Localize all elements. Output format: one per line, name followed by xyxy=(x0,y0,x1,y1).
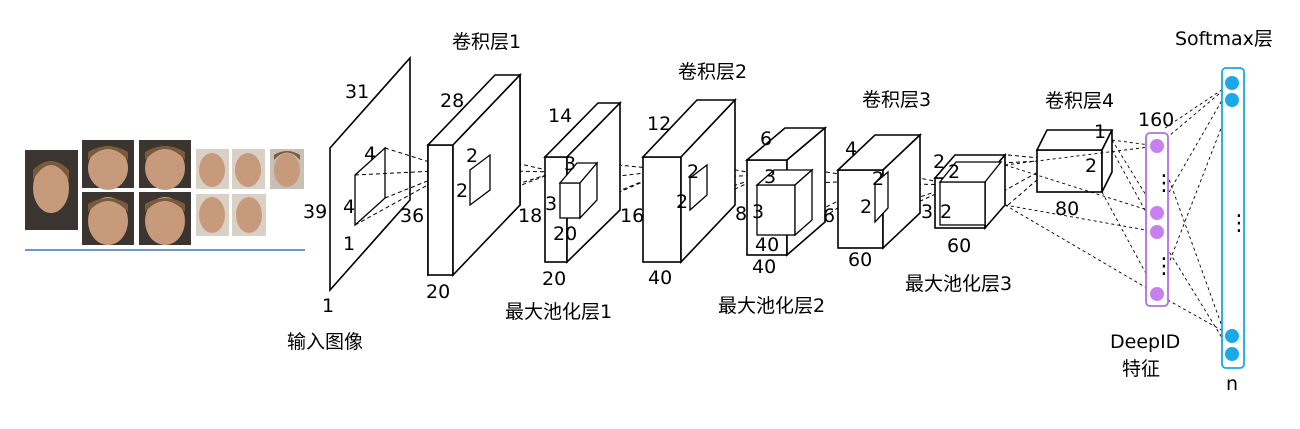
conv4-depth-label: 80 xyxy=(1055,198,1079,220)
pool2-kernel-a-label: 3 xyxy=(764,166,776,188)
kernel1-c-label: 1 xyxy=(343,233,355,255)
conv2-kernel-a-label: 2 xyxy=(687,161,699,183)
face-thumbnail xyxy=(139,192,191,245)
conv3-title: 卷积层3 xyxy=(862,89,931,111)
conv4-title: 卷积层4 xyxy=(1045,90,1114,112)
softmax-ellipsis: ⋮ xyxy=(1228,211,1250,236)
conv1-kernel-a-label: 2 xyxy=(466,145,478,167)
pool2-kernel-c-label: 40 xyxy=(755,234,779,256)
deepid-size-label: 160 xyxy=(1138,109,1174,131)
deepid-feature-layer: ⋮ ⋮ 160 DeepID 特征 xyxy=(1110,109,1180,380)
pool3-kernel-b-label: 2 xyxy=(940,201,952,223)
softmax-layer: ⋮ Softmax层 n xyxy=(1175,28,1273,395)
pool3-height-label: 2 xyxy=(933,151,945,173)
softmax-node xyxy=(1225,93,1239,107)
conv2-width-label: 16 xyxy=(620,205,644,227)
input-title: 输入图像 xyxy=(287,331,363,353)
softmax-title: Softmax层 xyxy=(1175,28,1273,50)
conv-layer-2: 12 16 40 2 2 卷积层2 xyxy=(620,61,747,289)
face-thumbnail xyxy=(232,149,265,189)
pool1-height-label: 14 xyxy=(548,105,572,127)
input-depth-label: 1 xyxy=(322,295,334,317)
pool2-width-label: 8 xyxy=(735,203,747,225)
softmax-node xyxy=(1225,76,1239,90)
conv1-depth-label: 20 xyxy=(426,281,450,303)
face-thumbnail xyxy=(25,150,78,230)
face-thumbnail xyxy=(196,149,229,189)
kernel1-b-label: 4 xyxy=(343,196,355,218)
conv3-depth-label: 60 xyxy=(848,249,872,271)
conv3-height-label: 4 xyxy=(845,138,857,160)
softmax-connection-lines xyxy=(1156,82,1233,355)
conv-layer-4: 1 2 80 卷积层4 xyxy=(1035,90,1114,220)
pool1-kernel-b-label: 3 xyxy=(545,193,557,215)
face-thumbnail xyxy=(82,140,134,190)
deepid-title-line2: 特征 xyxy=(1122,358,1160,380)
conv1-title: 卷积层1 xyxy=(452,31,521,53)
conv2-title: 卷积层2 xyxy=(678,61,747,83)
pool2-kernel-b-label: 3 xyxy=(752,201,764,223)
conv-layer-3: 4 6 60 2 2 卷积层3 xyxy=(823,89,931,271)
face-thumbnail xyxy=(82,192,134,245)
deepid-ellipsis-lower: ⋮ xyxy=(1153,254,1175,279)
pool1-kernel-a-label: 3 xyxy=(564,153,576,175)
softmax-n-label: n xyxy=(1226,373,1238,395)
pool1-kernel-c-label: 20 xyxy=(553,223,577,245)
conv2-depth-label: 40 xyxy=(648,267,672,289)
deepid-ellipsis-upper: ⋮ xyxy=(1153,171,1175,196)
pool1-depth-label: 20 xyxy=(542,268,566,290)
deepid-node xyxy=(1150,225,1164,239)
max-pool-layer-2: 6 8 40 3 3 40 最大池化层2 xyxy=(718,126,828,317)
deepid-node xyxy=(1150,206,1164,220)
pool3-depth-label: 60 xyxy=(947,235,971,257)
conv3-kernel-b-label: 2 xyxy=(860,196,872,218)
max-pool-layer-3: 2 3 60 2 2 最大池化层3 xyxy=(905,151,1012,295)
face-thumbnail xyxy=(139,140,191,190)
face-thumbnail xyxy=(270,149,304,189)
conv1-width-label: 36 xyxy=(400,205,424,227)
max-pool-layer-1: 14 18 20 3 3 20 最大池化层1 xyxy=(505,101,622,323)
face-thumbnail xyxy=(196,194,229,236)
pool2-height-label: 6 xyxy=(760,128,772,150)
conv1-kernel-b-label: 2 xyxy=(456,180,468,202)
conv2-kernel-b-label: 2 xyxy=(676,191,688,213)
conv-layer-1: 28 36 20 2 2 卷积层1 xyxy=(400,31,522,303)
pool3-title: 最大池化层3 xyxy=(905,273,1012,295)
softmax-node xyxy=(1225,347,1239,361)
pool3-width-label: 3 xyxy=(921,201,933,223)
pool1-width-label: 18 xyxy=(518,205,542,227)
conv3-width-label: 6 xyxy=(823,205,835,227)
deepid-title-line1: DeepID xyxy=(1110,331,1180,353)
conv2-height-label: 12 xyxy=(647,113,671,135)
deepid-node xyxy=(1150,139,1164,153)
face-thumbnail xyxy=(232,194,266,236)
input-width-label: 39 xyxy=(303,201,327,223)
pool2-depth-label: 40 xyxy=(752,256,776,278)
deepid-node xyxy=(1150,287,1164,301)
pool3-kernel-a-label: 2 xyxy=(948,161,960,183)
conv3-kernel-a-label: 2 xyxy=(872,168,884,190)
softmax-node xyxy=(1225,329,1239,343)
conv4-width-label: 2 xyxy=(1085,155,1097,177)
pool1-title: 最大池化层1 xyxy=(505,301,612,323)
input-layer: 31 39 1 4 4 1 输入图像 xyxy=(287,55,411,353)
input-height-label: 31 xyxy=(345,81,369,103)
conv1-height-label: 28 xyxy=(440,90,464,112)
pool2-title: 最大池化层2 xyxy=(718,295,825,317)
conv4-height-label: 1 xyxy=(1094,121,1106,143)
kernel1-a-label: 4 xyxy=(364,143,376,165)
input-face-images xyxy=(25,140,305,251)
